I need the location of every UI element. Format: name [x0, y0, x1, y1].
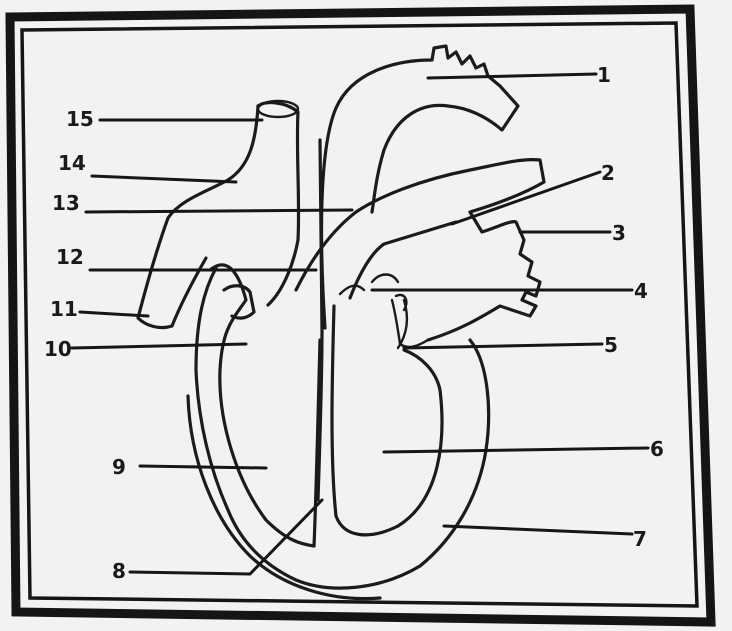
inferior-vena-cava: [224, 286, 254, 318]
label-5: 5: [604, 333, 618, 357]
leader-7: [444, 526, 632, 534]
leader-14: [92, 176, 236, 182]
leader-2: [452, 172, 600, 224]
label-7: 7: [633, 527, 647, 551]
leader-1: [428, 74, 596, 78]
label-13: 13: [52, 191, 80, 215]
label-14: 14: [58, 151, 86, 175]
label-15: 15: [66, 107, 94, 131]
label-2: 2: [601, 161, 615, 185]
septum: [318, 140, 322, 500]
label-9: 9: [112, 455, 126, 479]
leader-13: [86, 210, 352, 212]
superior-vena-cava: [258, 103, 299, 305]
av-valve: [392, 300, 428, 348]
number-labels: 1 2 3 4 5 6 7 8 9 10 11 12 13 14 15: [44, 63, 664, 583]
leader-6: [384, 448, 648, 452]
label-1: 1: [597, 63, 611, 87]
label-4: 4: [634, 279, 648, 303]
leader-10: [72, 344, 246, 348]
label-3: 3: [612, 221, 626, 245]
leader-9: [140, 466, 266, 468]
leader-lines: [72, 74, 648, 574]
leader-5: [404, 344, 602, 348]
label-11: 11: [50, 297, 78, 321]
leader-8: [130, 500, 322, 574]
label-12: 12: [56, 245, 84, 269]
label-10: 10: [44, 337, 72, 361]
semilunar-valve: [340, 275, 406, 311]
label-8: 8: [112, 559, 126, 583]
label-6: 6: [650, 437, 664, 461]
heart-outline: [138, 46, 544, 599]
